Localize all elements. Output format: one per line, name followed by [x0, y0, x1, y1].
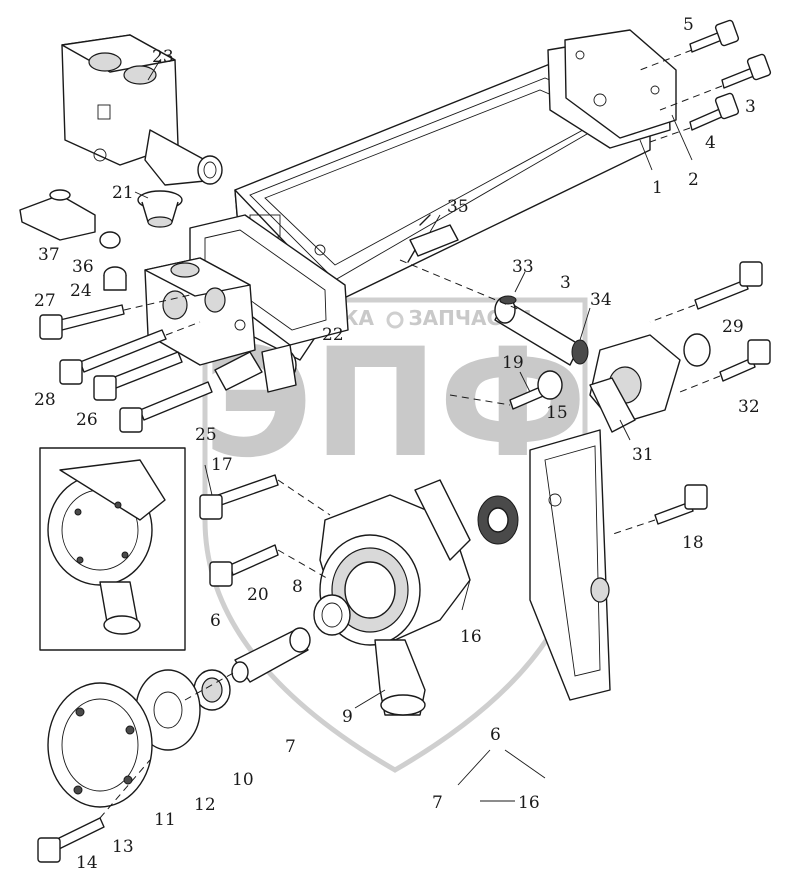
callout-8: 8 [292, 577, 303, 597]
plug-36 [103, 266, 127, 291]
bolt-32 [719, 339, 771, 382]
thermostat-housing-23 [61, 34, 223, 186]
callout-10: 10 [232, 770, 254, 790]
callout-29: 29 [722, 317, 744, 337]
callout-37: 37 [38, 245, 60, 265]
housing-block [144, 257, 256, 366]
seal-ring-8 [313, 594, 351, 636]
bolt-18 [654, 484, 708, 525]
bolt-14 [37, 817, 105, 863]
callout-35: 35 [447, 197, 469, 217]
plug-29 [683, 333, 711, 367]
callout-21: 21 [112, 183, 134, 203]
callout-19: 19 [502, 353, 524, 373]
callout-23: 23 [152, 47, 174, 67]
callout-9: 9 [342, 707, 353, 727]
bolt-top-right [694, 261, 763, 310]
bolt-20 [209, 544, 279, 587]
callout-26: 26 [76, 410, 98, 430]
callout-18: 18 [682, 533, 704, 553]
bolt-25 [119, 381, 213, 433]
callout-32: 32 [738, 397, 760, 417]
callout-5: 5 [683, 15, 694, 35]
callout-6: 6 [210, 611, 221, 631]
callout-33: 33 [512, 257, 534, 277]
relation-diagram [457, 749, 546, 802]
bolt-17 [199, 474, 279, 520]
callout-1: 1 [652, 178, 663, 198]
callout-3b: 3 [560, 273, 571, 293]
callout-25: 25 [195, 425, 217, 445]
callout-17: 17 [211, 455, 233, 475]
bolt-28 [59, 329, 167, 385]
bolt-4 [689, 92, 740, 131]
callout-6b: 6 [490, 725, 501, 745]
pipe-fitting-37 [19, 189, 121, 249]
bolt-3 [721, 53, 772, 89]
front-cover-15 [529, 429, 611, 701]
callout-14: 14 [76, 853, 98, 873]
callout-4: 4 [705, 133, 716, 153]
cover-plate-1-2 [547, 29, 677, 149]
callout-2: 2 [688, 170, 699, 190]
callout-11: 11 [154, 810, 176, 830]
thermostat-21 [137, 190, 183, 228]
callout-28: 28 [34, 390, 56, 410]
callout-31: 31 [632, 445, 654, 465]
callout-7b: 7 [432, 793, 443, 813]
callout-labels: 23 5 3 4 2 1 21 35 37 36 24 27 22 33 3 3… [34, 15, 760, 873]
callout-34: 34 [590, 290, 612, 310]
callout-16: 16 [460, 627, 482, 647]
callout-16b: 16 [518, 793, 540, 813]
bolt-19 [509, 370, 563, 410]
sensor-35 [407, 214, 459, 263]
elbow-flange-31 [589, 334, 681, 433]
callout-36: 36 [72, 257, 94, 277]
pump-cover-11 [47, 682, 153, 808]
shaft-7 [231, 627, 311, 683]
callout-7: 7 [285, 737, 296, 757]
callout-20: 20 [247, 585, 269, 605]
callout-24: 24 [70, 281, 92, 301]
bolt-26 [93, 351, 183, 401]
callout-22: 22 [322, 325, 344, 345]
hose-34 [494, 295, 589, 366]
callout-13: 13 [112, 837, 134, 857]
leader-lines [134, 59, 693, 709]
callout-12: 12 [194, 795, 216, 815]
bolt-27 [39, 304, 125, 340]
sleeves-25 [214, 344, 297, 393]
alignment-lines [99, 49, 723, 819]
inset-assembled-pump [39, 447, 186, 651]
callout-27: 27 [34, 291, 56, 311]
water-pump-body [319, 479, 519, 716]
callout-3: 3 [745, 97, 756, 117]
bolt-5 [689, 19, 740, 53]
callout-15: 15 [546, 403, 568, 423]
